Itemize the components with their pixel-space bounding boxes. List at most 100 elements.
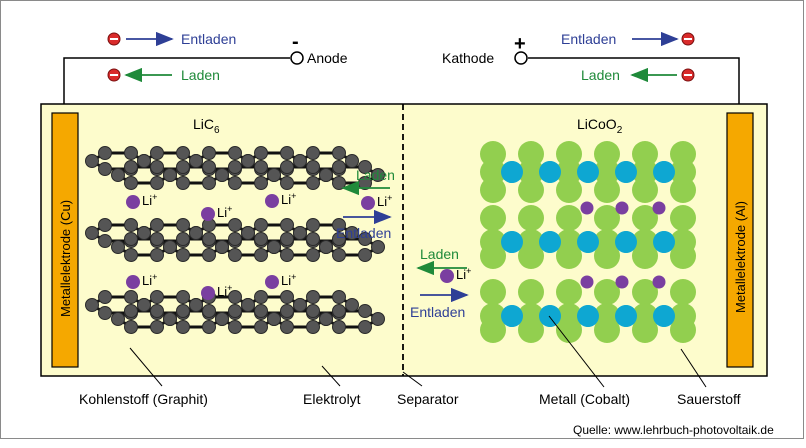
plus-sign: +	[514, 33, 526, 55]
oxygen-atom	[594, 177, 620, 203]
cathode-lattice	[480, 141, 696, 343]
oxygen-atom	[518, 177, 544, 203]
diagram-frame	[0, 0, 804, 439]
cobalt-atom	[539, 305, 561, 327]
carbon-atom	[254, 160, 268, 174]
electron-icon	[107, 68, 121, 82]
carbon-atom	[332, 290, 346, 304]
carbon-atom	[85, 154, 99, 168]
anode-wire	[63, 57, 290, 110]
lithium-ion	[126, 275, 140, 289]
oxygen-atom	[632, 303, 658, 329]
carbon-atom	[228, 160, 242, 174]
oxygen-atom	[480, 159, 506, 185]
carbon-atom	[345, 226, 359, 240]
copper-electrode	[51, 112, 79, 368]
lithium-ion	[652, 201, 666, 215]
carbon-atom	[124, 304, 138, 318]
cobalt-atom	[577, 161, 599, 183]
carbon-atom	[280, 320, 294, 334]
lithium-ion-label: Li+	[377, 193, 392, 209]
oxygen-atom	[518, 229, 544, 255]
metall-label: Metall (Cobalt)	[539, 391, 630, 407]
graphite-layers	[85, 146, 385, 334]
carbon-atom	[98, 306, 112, 320]
oxygen-atom	[556, 177, 582, 203]
carbon-atom	[332, 304, 346, 318]
carbon-atom	[280, 176, 294, 190]
carbon-atom	[332, 248, 346, 262]
oxygen-atom	[632, 141, 658, 167]
cobalt-atom	[539, 231, 561, 253]
oxygen-atom	[480, 303, 506, 329]
carbon-atom	[280, 304, 294, 318]
cobalt-atom	[615, 231, 637, 253]
lithium-ion-label: Li+	[217, 204, 232, 220]
carbon-atom	[189, 298, 203, 312]
entladen-label-left: Entladen	[181, 31, 236, 47]
oxygen-atom	[480, 177, 506, 203]
lithium-ion	[361, 196, 375, 210]
laden-label-left: Laden	[181, 67, 220, 83]
carbon-atom	[319, 312, 333, 326]
oxygen-atom	[632, 279, 658, 305]
oxygen-atom	[670, 177, 696, 203]
carbon-atom	[371, 168, 385, 182]
cobalt-atom	[501, 305, 523, 327]
carbon-atom	[254, 304, 268, 318]
carbon-atom	[254, 248, 268, 262]
carbon-atom	[228, 320, 242, 334]
carbon-atom	[85, 226, 99, 240]
lithium-ion-label: Li+	[281, 191, 296, 207]
carbon-atom	[228, 176, 242, 190]
carbon-atom	[150, 218, 164, 232]
oxygen-atom	[518, 279, 544, 305]
carbon-atom	[189, 226, 203, 240]
oxygen-atom	[670, 279, 696, 305]
aluminium-electrode	[726, 112, 754, 368]
lithium-ion	[265, 194, 279, 208]
cobalt-atom	[653, 161, 675, 183]
carbon-atom	[306, 232, 320, 246]
carbon-atom	[98, 162, 112, 176]
oxygen-atom	[556, 303, 582, 329]
carbon-atom	[85, 298, 99, 312]
carbon-atom	[176, 320, 190, 334]
oxygen-atom	[480, 279, 506, 305]
oxygen-atom	[632, 229, 658, 255]
carbon-atom	[345, 298, 359, 312]
anode-terminal	[290, 51, 304, 65]
lithium-ion	[265, 275, 279, 289]
carbon-atom	[306, 218, 320, 232]
carbon-atom	[202, 176, 216, 190]
carbon-atom	[137, 298, 151, 312]
carbon-atom	[332, 320, 346, 334]
carbon-atom	[280, 232, 294, 246]
carbon-atom	[189, 154, 203, 168]
carbon-atom	[150, 232, 164, 246]
oxygen-atom	[594, 205, 620, 231]
anode-material-label: LiC6	[193, 116, 220, 136]
oxygen-atom	[556, 229, 582, 255]
carbon-atom	[124, 218, 138, 232]
electron-icon	[107, 32, 121, 46]
carbon-atom	[228, 304, 242, 318]
carbon-atom	[176, 232, 190, 246]
carbon-atom	[215, 312, 229, 326]
carbon-atom	[319, 168, 333, 182]
lithium-ion	[201, 207, 215, 221]
cobalt-atom	[615, 305, 637, 327]
carbon-atom	[202, 160, 216, 174]
carbon-atom	[202, 146, 216, 160]
carbon-atom	[280, 160, 294, 174]
lithium-ions: Li+Li+Li+Li+Li+Li+Li+Li+	[126, 191, 471, 300]
laden-label-inner-right: Laden	[420, 246, 459, 262]
carbon-atom	[98, 290, 112, 304]
carbon-atom	[111, 240, 125, 254]
carbon-atom	[150, 160, 164, 174]
kathode-terminal	[514, 51, 528, 65]
carbon-atom	[202, 248, 216, 262]
minus-sign: -	[292, 31, 299, 53]
lithium-ion	[580, 201, 594, 215]
carbon-atom	[150, 146, 164, 160]
